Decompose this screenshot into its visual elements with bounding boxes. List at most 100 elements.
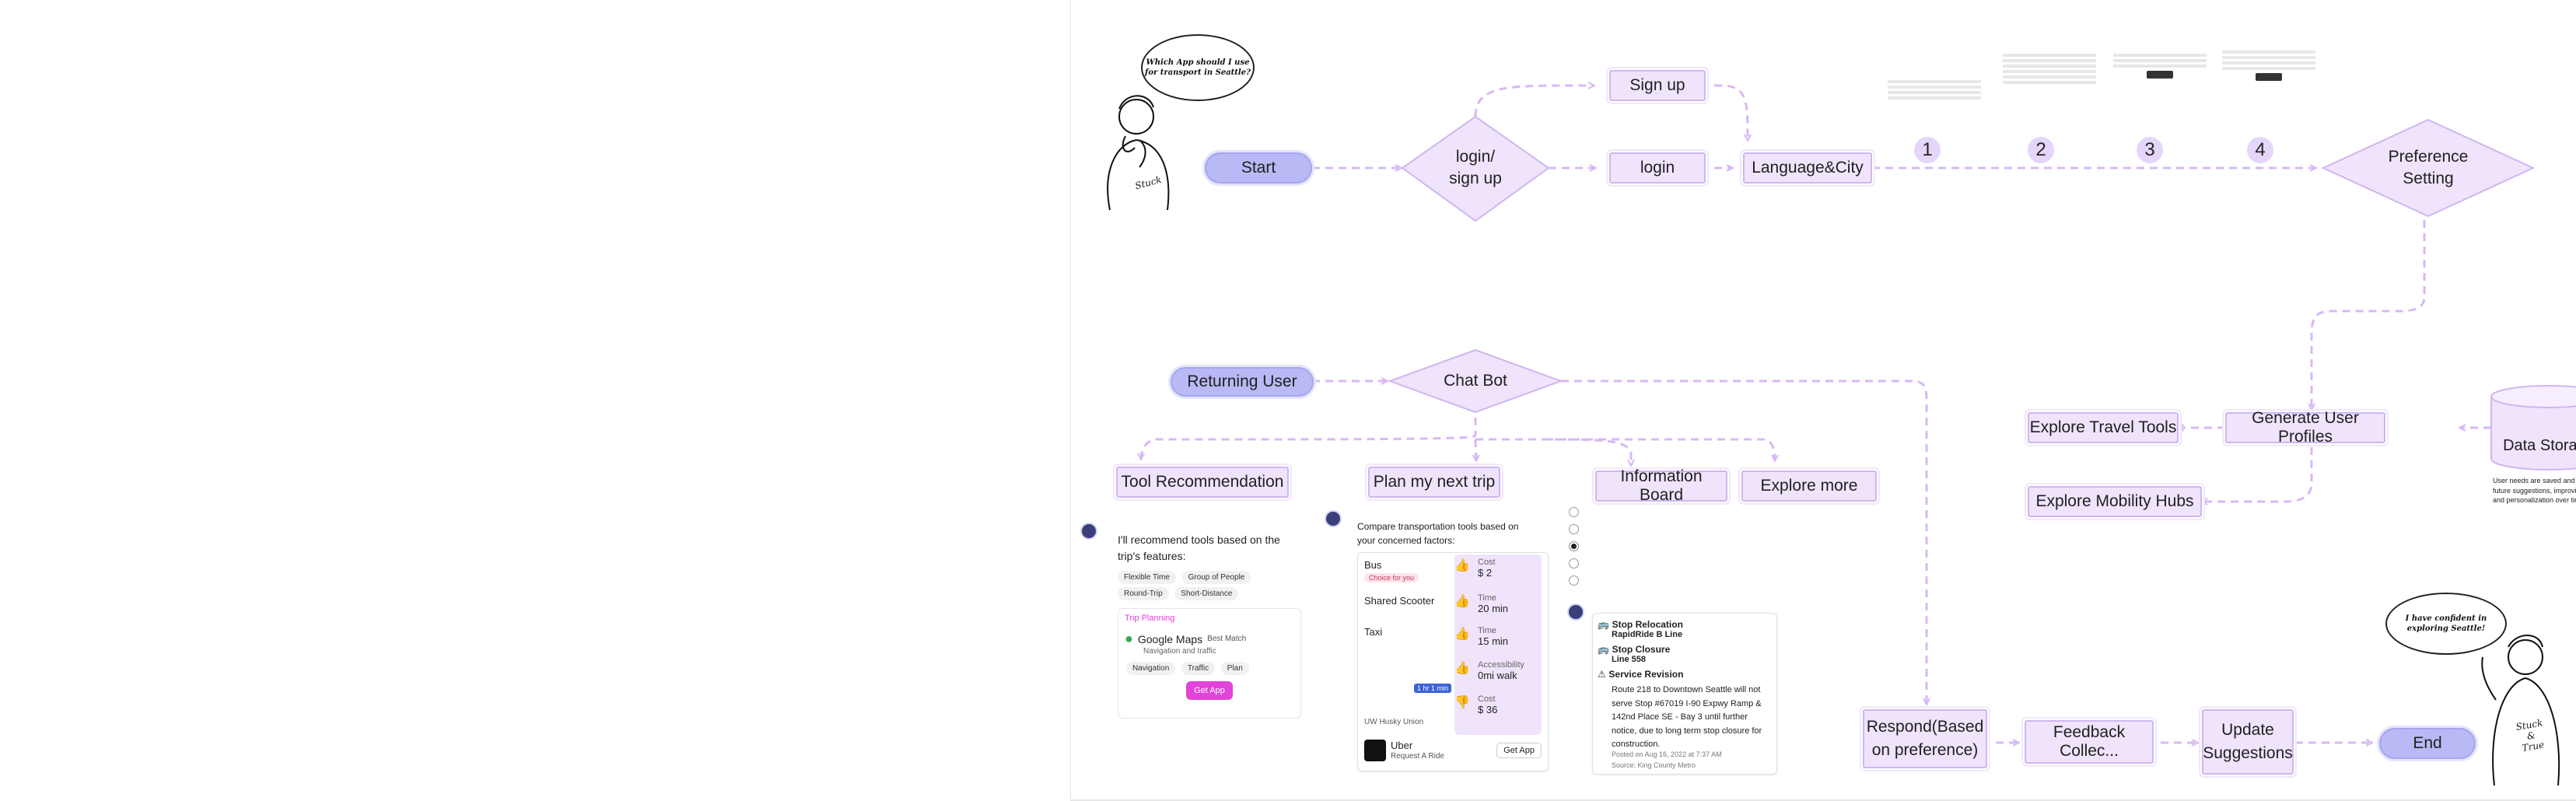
tool-chip[interactable]: Group of People (1181, 571, 1251, 584)
mode-taxi[interactable]: Taxi (1364, 626, 1383, 638)
alert-sub: RapidRide B Line (1612, 630, 1683, 639)
tool-chip[interactable]: Round-Trip (1118, 587, 1169, 600)
decision-diamonds (1388, 115, 2536, 414)
metric-value: 20 min (1478, 603, 1509, 614)
plan-trip-node[interactable]: Plan my next trip (1368, 467, 1500, 498)
plan-row-bus[interactable]: Bus Choice for you (1364, 559, 1419, 582)
sign-up-node[interactable]: Sign up (1609, 70, 1706, 101)
end-person-sketch (2481, 635, 2560, 786)
explore-more-label: Explore more (1760, 477, 1858, 495)
tool-chip[interactable]: Short-Distance (1174, 587, 1239, 600)
app-name: Google Maps (1137, 632, 1203, 645)
tool-recommendation-node[interactable]: Tool Recommendation (1116, 467, 1289, 498)
radio-option[interactable] (1569, 507, 1579, 517)
trip-planning-heading: Trip Planning (1125, 614, 1175, 623)
metric-label: Accessibility (1478, 660, 1524, 670)
step-2-form (2003, 51, 2096, 114)
thumbs-up-icon[interactable]: 👍 (1454, 662, 1470, 675)
feedback-label: Feedback Collec... (2053, 723, 2126, 760)
plan-trip-label: Plan my next trip (1373, 473, 1496, 491)
login-node[interactable]: login (1609, 152, 1706, 184)
edge-signup-lang (1701, 84, 1748, 140)
mode-scooter[interactable]: Shared Scooter (1364, 595, 1435, 607)
tool-chips: Flexible Time Group of People Round-Trip… (1115, 569, 1304, 602)
end-node[interactable]: End (2379, 728, 2476, 759)
metric-value: 0mi walk (1478, 670, 1517, 681)
plan-get-app-button[interactable]: Get App (1496, 743, 1542, 758)
plan-intro-text: Compare transportation tools based on yo… (1357, 521, 1519, 546)
alert-row[interactable]: 🚌 Stop Closure Line 558 (1598, 643, 1670, 664)
provider-name: Uber (1391, 740, 1413, 751)
app-tag: Navigation (1126, 662, 1176, 675)
thumbs-up-icon[interactable]: 👍 (1454, 559, 1470, 572)
bus-icon: 🚌 (1598, 619, 1609, 630)
update-suggestions-node[interactable]: Update Suggestions (2202, 709, 2294, 775)
app-description: Navigation and traffic (1143, 647, 1216, 656)
returning-user-node[interactable]: Returning User (1171, 367, 1314, 397)
flowchart-canvas: Which App should I use for transport in … (1070, 0, 2576, 801)
alert-source: Source: King County Metro (1612, 761, 1696, 769)
tool-app-panel: Trip Planning ● Google Maps Best Match N… (1118, 608, 1301, 719)
metric-label: Cost (1478, 558, 1496, 567)
map-pin-icon: ● (1125, 631, 1133, 646)
information-board-node[interactable]: Information Board (1595, 467, 1727, 504)
flow-edges (1107, 0, 2576, 786)
warning-icon: ⚠ (1598, 669, 1606, 680)
map-chip: 1 hr 1 min (1414, 684, 1452, 693)
alert-title: Stop Closure (1612, 644, 1671, 655)
generate-user-profiles-label: Generate User Profiles (2252, 409, 2359, 446)
step-4-form (2222, 48, 2315, 110)
tool-get-app-button[interactable]: Get App (1186, 681, 1233, 700)
end-shirt-label: Stuck & True (2515, 717, 2546, 754)
radio-option[interactable] (1569, 575, 1579, 586)
start-person-sketch (1107, 95, 1170, 211)
alert-title: Service Revision (1608, 669, 1684, 680)
edge-chatbot-info (1475, 438, 1631, 465)
alert-sub: Line 558 (1612, 655, 1647, 664)
start-label: Start (1241, 159, 1276, 177)
edge-chatbot-respond (1561, 380, 1927, 704)
thumbs-up-icon[interactable]: 👍 (1454, 628, 1470, 641)
respond-node[interactable]: Respond(Based on preference) (1863, 709, 1987, 768)
radio-option-selected[interactable] (1569, 541, 1579, 551)
language-city-node[interactable]: Language&City (1743, 152, 1872, 184)
edge-decision-signup (1474, 86, 1594, 117)
explore-travel-tools-node[interactable]: Explore Travel Tools (2028, 412, 2179, 443)
feedback-node[interactable]: Feedback Collec... (2025, 720, 2154, 764)
end-thought-text: I have confident in exploring Seattle! (2405, 614, 2487, 633)
metric-value: $ 36 (1478, 704, 1498, 715)
start-thought-bubble: Which App should I use for transport in … (1141, 34, 1255, 101)
app-tag: Traffic (1181, 662, 1216, 675)
explore-mobility-hubs-node[interactable]: Explore Mobility Hubs (2028, 486, 2202, 517)
step-3-form (2113, 51, 2207, 114)
alert-posted: Posted on Aug 16, 2022 at 7:37 AM (1612, 750, 1722, 758)
data-storage-cylinder (2490, 385, 2576, 470)
bus-icon: 🚌 (1598, 644, 1609, 655)
thumbs-down-icon[interactable]: 👎 (1454, 696, 1470, 709)
alert-body: Route 218 to Downtown Seattle will not s… (1612, 685, 1762, 750)
alert-row[interactable]: ⚠ Service Revision (1598, 668, 1683, 680)
returning-user-label: Returning User (1187, 373, 1297, 390)
alert-row[interactable]: 🚌 Stop Relocation RapidRide B Line (1598, 618, 1683, 639)
explore-mobility-hubs-label: Explore Mobility Hubs (2035, 492, 2194, 510)
provider-sub: Request A Ride (1391, 752, 1444, 761)
step-1-badge: 1 (1914, 137, 1941, 163)
explore-more-node[interactable]: Explore more (1741, 470, 1877, 502)
choice-badge: Choice for you (1364, 573, 1419, 582)
tool-chip[interactable]: Flexible Time (1118, 571, 1176, 584)
language-city-label: Language&City (1752, 159, 1864, 177)
thumbs-up-icon[interactable]: 👍 (1454, 595, 1470, 608)
mode-bus: Bus (1364, 559, 1382, 571)
respond-label: Respond(Based on preference) (1866, 717, 1984, 759)
metric-label: Time (1478, 593, 1497, 603)
tool-intro-text: I'll recommend tools based on the trip's… (1118, 533, 1280, 562)
generate-user-profiles-node[interactable]: Generate User Profiles (2225, 409, 2385, 446)
radio-option[interactable] (1569, 524, 1579, 534)
edge-pref-profiles (2312, 207, 2426, 409)
app-tag: Plan (1220, 662, 1249, 675)
radio-option[interactable] (1569, 558, 1579, 568)
edge-profiles-hubs (2202, 447, 2313, 502)
metric-label: Cost (1478, 694, 1496, 704)
tool-recommendation-card: I'll recommend tools based on the trip's… (1115, 521, 1304, 720)
start-node[interactable]: Start (1205, 152, 1312, 184)
